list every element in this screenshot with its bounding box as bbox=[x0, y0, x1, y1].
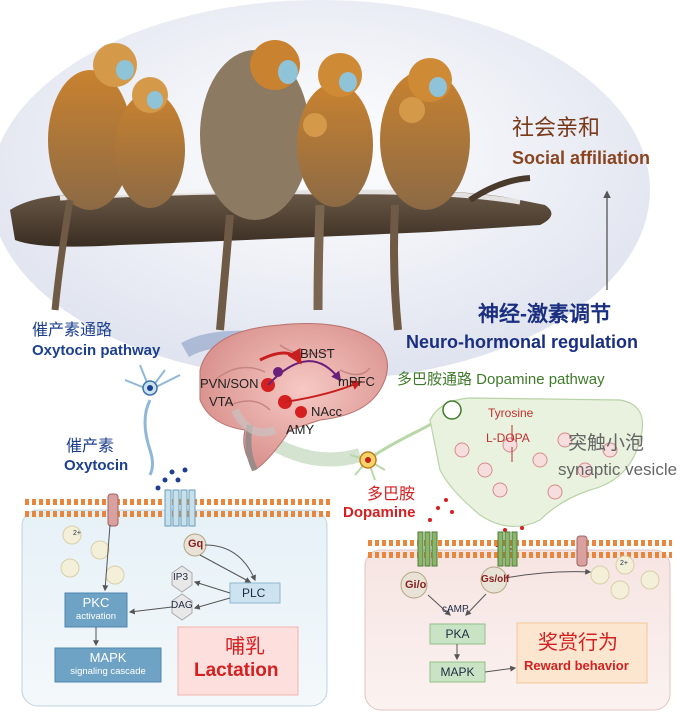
oxytocin-en: Oxytocin bbox=[64, 457, 129, 474]
mapk-label-right: MAPK bbox=[440, 665, 475, 679]
plc-label: PLC bbox=[242, 586, 266, 600]
pkc-label: PKC bbox=[82, 595, 110, 610]
dopamine-cn: 多巴胺 bbox=[367, 486, 416, 503]
dopamine-pathway-label: 多巴胺通路 Dopamine pathway bbox=[397, 371, 605, 388]
region-vta: VTA bbox=[209, 394, 234, 409]
region-mpfc: mPFC bbox=[338, 374, 375, 389]
behavior-title-cn: 社会亲和 bbox=[512, 115, 601, 140]
neuro-regulation-cn: 神经-激素调节 bbox=[478, 303, 611, 326]
camp-label: cAMP bbox=[442, 604, 469, 615]
oxytocin-cn: 催产素 bbox=[66, 438, 115, 455]
lactation-cn: 哺乳 bbox=[225, 636, 265, 658]
pka-label: PKA bbox=[445, 627, 470, 641]
region-bnst: BNST bbox=[300, 346, 335, 361]
synaptic-vesicle-en: synaptic vesicle bbox=[558, 460, 678, 479]
neuro-regulation-en: Neuro-hormonal regulation bbox=[406, 332, 639, 352]
pkc-sub-label: activation bbox=[75, 611, 117, 622]
oxytocin-target-cell bbox=[21, 489, 330, 707]
reward-cn: 奖赏行为 bbox=[538, 632, 618, 654]
oxytocin-pathway-cn: 催产素通路 bbox=[32, 322, 113, 339]
gq-label: Gq bbox=[188, 538, 204, 550]
ion-label-left: 2+ bbox=[73, 530, 81, 537]
brain-illustration bbox=[199, 323, 388, 472]
oxytocin-neuron bbox=[124, 364, 188, 491]
golden-monkey-group bbox=[48, 40, 470, 331]
ldopa-label: L-DOPA bbox=[486, 431, 530, 445]
region-amy: AMY bbox=[286, 422, 315, 437]
ion-label-right: 2+ bbox=[620, 560, 628, 567]
oxytocin-pathway-en: Oxytocin pathway bbox=[32, 342, 161, 359]
dopamine-en: Dopamine bbox=[343, 504, 416, 521]
gs-label: Gs/olf bbox=[481, 574, 510, 585]
ip3-label: IP3 bbox=[173, 572, 189, 583]
mapk-label-left: MAPK bbox=[89, 650, 127, 665]
region-nacc: NAcc bbox=[311, 404, 343, 419]
behavior-title-en: Social affiliation bbox=[512, 148, 651, 168]
tyrosine-label: Tyrosine bbox=[488, 406, 534, 420]
mapk-sub-label: signaling cascade bbox=[70, 666, 146, 677]
lactation-en: Lactation bbox=[194, 660, 279, 681]
dopamine-target-cell bbox=[364, 531, 672, 711]
synaptic-vesicle-cn: 突触小泡 bbox=[568, 433, 645, 454]
dag-label: DAG bbox=[171, 600, 193, 611]
reward-en: Reward behavior bbox=[524, 658, 629, 673]
dopamine-molecules bbox=[428, 498, 454, 522]
region-pvn-son: PVN/SON bbox=[200, 376, 259, 391]
gio-label: Gi/o bbox=[405, 579, 427, 591]
